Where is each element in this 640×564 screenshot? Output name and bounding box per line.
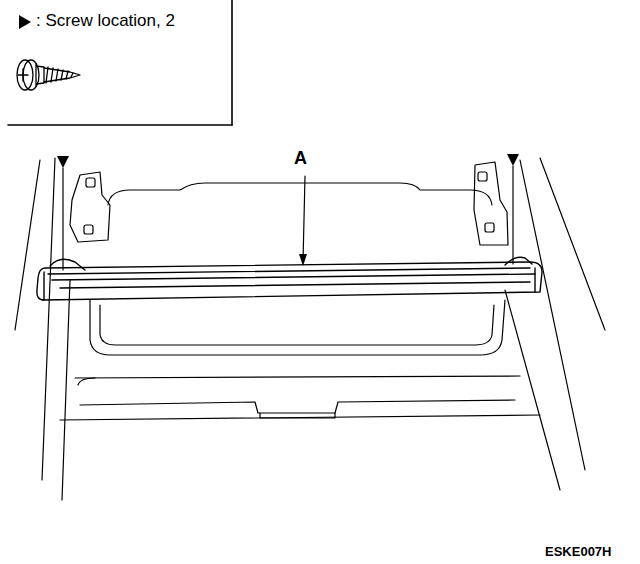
legend-marker [19,15,31,29]
screw-icon [17,60,80,90]
rail-part [37,257,542,300]
mount-brackets [70,162,508,245]
legend-frame [8,0,232,125]
legend-text: : Screw location, 2 [36,12,175,31]
lower-panel [60,376,540,420]
leader-line [299,176,307,266]
roof-side-lines [15,158,605,500]
screw-markers [57,154,519,270]
figure-code: ESKE007H [545,545,611,559]
part-letter: A [294,149,307,169]
